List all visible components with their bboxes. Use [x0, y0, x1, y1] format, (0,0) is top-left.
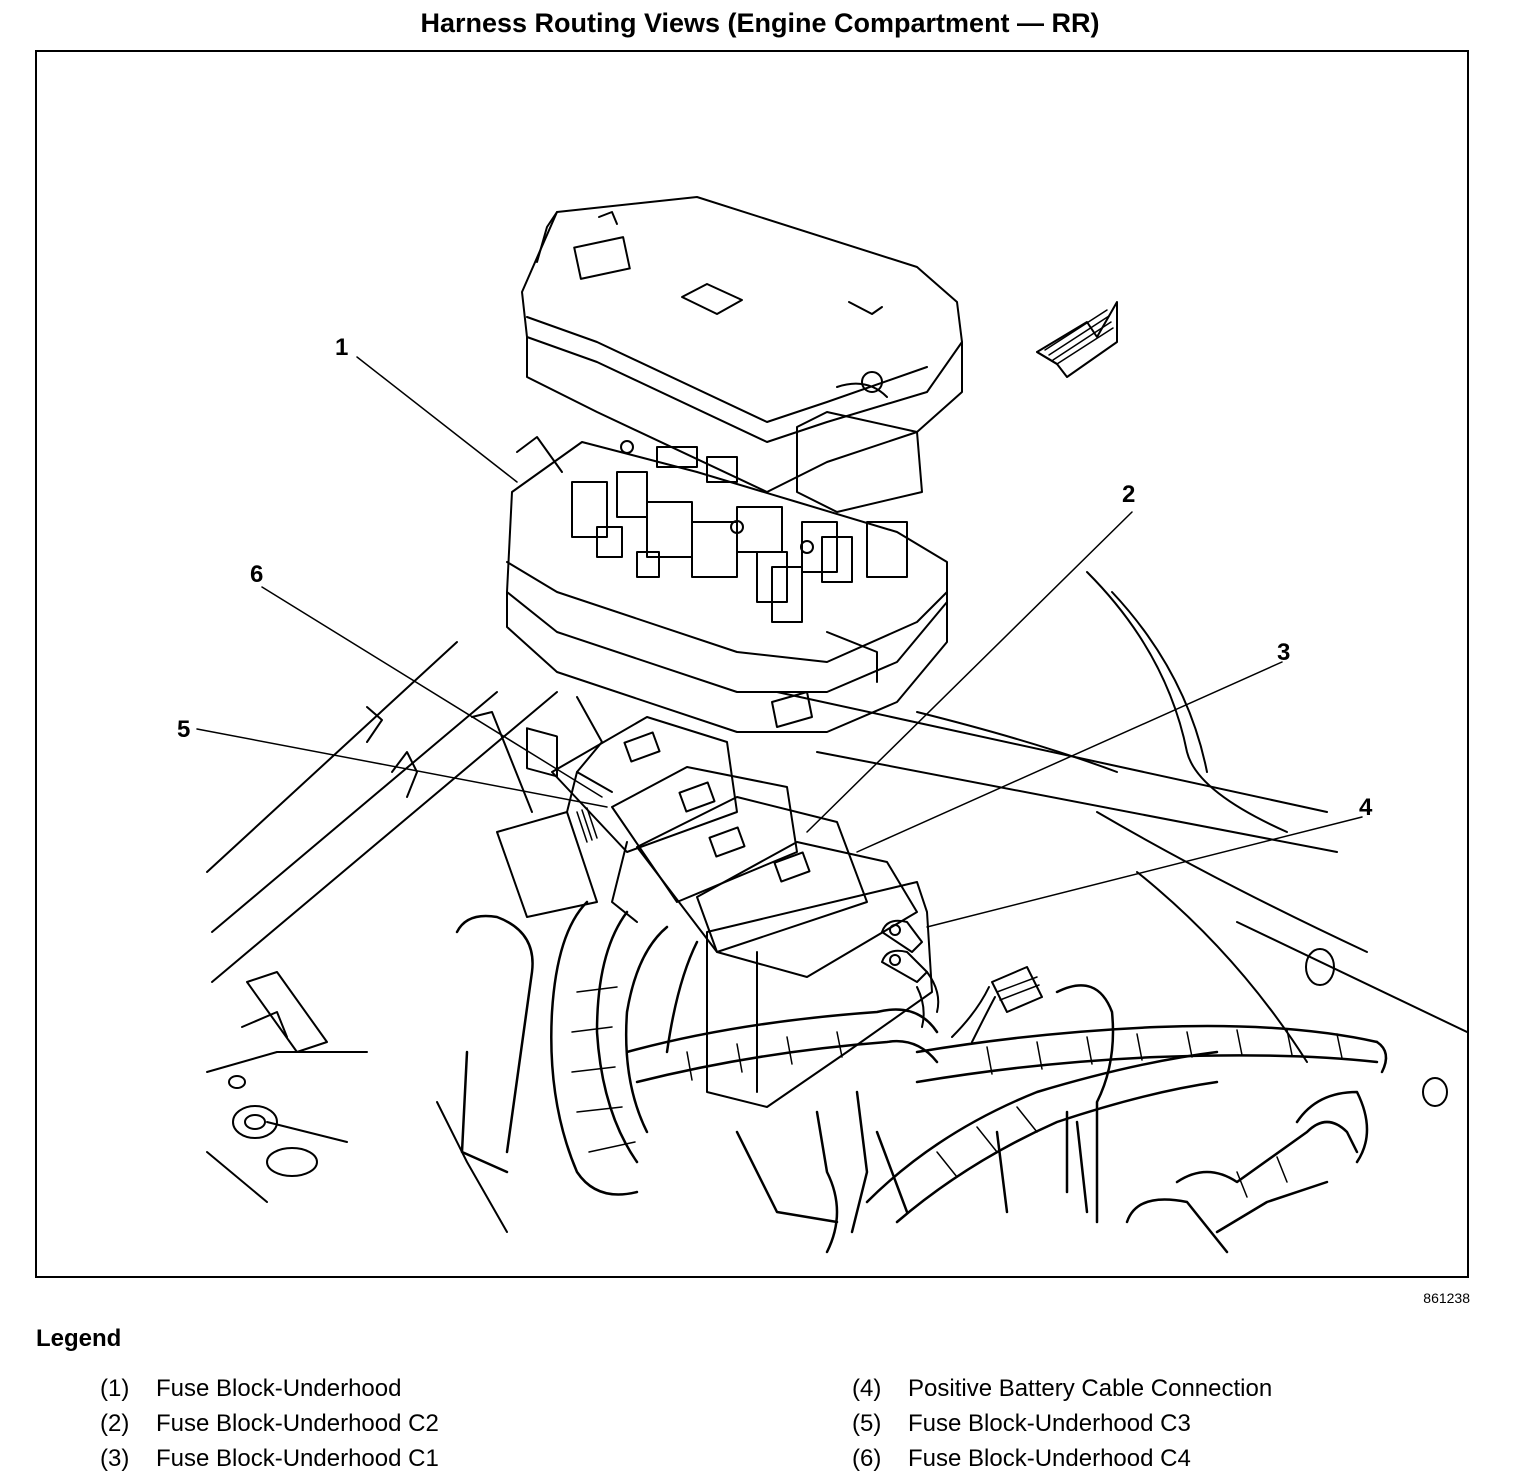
- wiring-harness: [455, 900, 1388, 1254]
- figure-id: 861238: [1423, 1290, 1470, 1306]
- legend-left-column: (1) Fuse Block-Underhood (2) Fuse Block-Un…: [100, 1375, 439, 1480]
- engine-compartment-lines: [206, 571, 1467, 1233]
- legend-right-column: (4) Positive Battery Cable Connection (5)…: [852, 1375, 1272, 1480]
- legend-item: (5) Fuse Block-Underhood C3: [852, 1410, 1272, 1445]
- fuse-block-cover: [521, 196, 963, 513]
- legend-label: Positive Battery Cable Connection: [908, 1375, 1273, 1402]
- diagram-title: Harness Routing Views (Engine Compartmen…: [420, 8, 1100, 38]
- legend-number: (4): [852, 1375, 882, 1402]
- legend-number: (1): [100, 1375, 130, 1402]
- legend-label: Fuse Block-Underhood C2: [156, 1410, 439, 1437]
- legend-number: (5): [852, 1410, 882, 1437]
- forward-direction-arrow-icon: [1036, 301, 1118, 378]
- legend-item: (2) Fuse Block-Underhood C2: [100, 1410, 439, 1445]
- callout-2: 2: [1122, 481, 1135, 508]
- legend-label: Fuse Block-Underhood C4: [908, 1445, 1191, 1472]
- callout-4: 4: [1359, 794, 1373, 821]
- fuse-block-underhood: [506, 436, 948, 778]
- legend-item: (4) Positive Battery Cable Connection: [852, 1375, 1272, 1410]
- legend-heading: Legend: [36, 1325, 122, 1352]
- harness-drawing: 1 2 3 4 5 6: [177, 196, 1467, 1254]
- diagram-frame: 1 2 3 4 5 6: [35, 50, 1469, 1278]
- callout-leader-lines: [196, 356, 1363, 928]
- legend-number: (6): [852, 1445, 882, 1472]
- legend-item: (6) Fuse Block-Underhood C4: [852, 1445, 1272, 1480]
- callout-6: 6: [250, 561, 263, 588]
- positive-battery-cable-connection: [881, 919, 1043, 1043]
- callout-3: 3: [1277, 639, 1290, 666]
- legend-number: (3): [100, 1445, 130, 1472]
- legend-item: (1) Fuse Block-Underhood: [100, 1375, 439, 1410]
- legend-number: (2): [100, 1410, 130, 1437]
- fuse-block-connectors: [471, 696, 933, 1108]
- callout-5: 5: [177, 716, 190, 743]
- legend-item: (3) Fuse Block-Underhood C1: [100, 1445, 439, 1480]
- legend-label: Fuse Block-Underhood C1: [156, 1445, 439, 1472]
- legend-label: Fuse Block-Underhood: [156, 1375, 402, 1402]
- callout-1: 1: [335, 334, 348, 361]
- legend-label: Fuse Block-Underhood C3: [908, 1410, 1191, 1437]
